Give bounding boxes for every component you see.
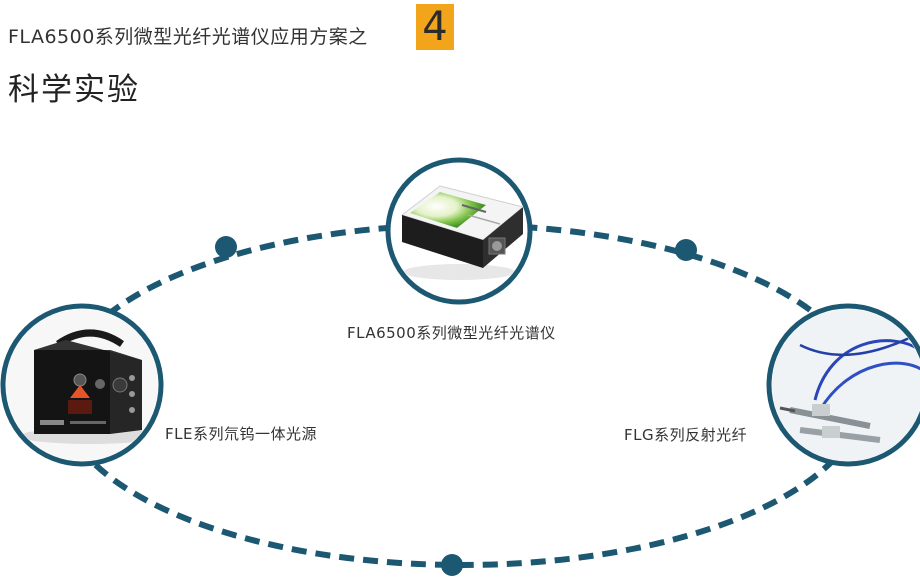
- light-source-node: [0, 303, 164, 467]
- light-source-label: FLE系列氘钨一体光源: [165, 425, 317, 443]
- page-subtitle: 科学实验: [8, 72, 140, 108]
- connector-dot: [215, 236, 237, 258]
- fiber-node: [766, 303, 920, 467]
- connector-dot: [675, 239, 697, 261]
- spectrometer-node: [385, 157, 533, 305]
- connector-dot: [441, 554, 463, 576]
- header-title: FLA6500系列微型光纤光谱仪应用方案之: [8, 26, 368, 48]
- spectrometer-label: FLA6500系列微型光纤光谱仪: [347, 324, 556, 342]
- spectrometer-image: [391, 163, 527, 299]
- light-source-image: [6, 309, 158, 461]
- fiber-image: [772, 309, 920, 461]
- fiber-label: FLG系列反射光纤: [624, 426, 748, 444]
- number-badge: 4: [416, 4, 454, 50]
